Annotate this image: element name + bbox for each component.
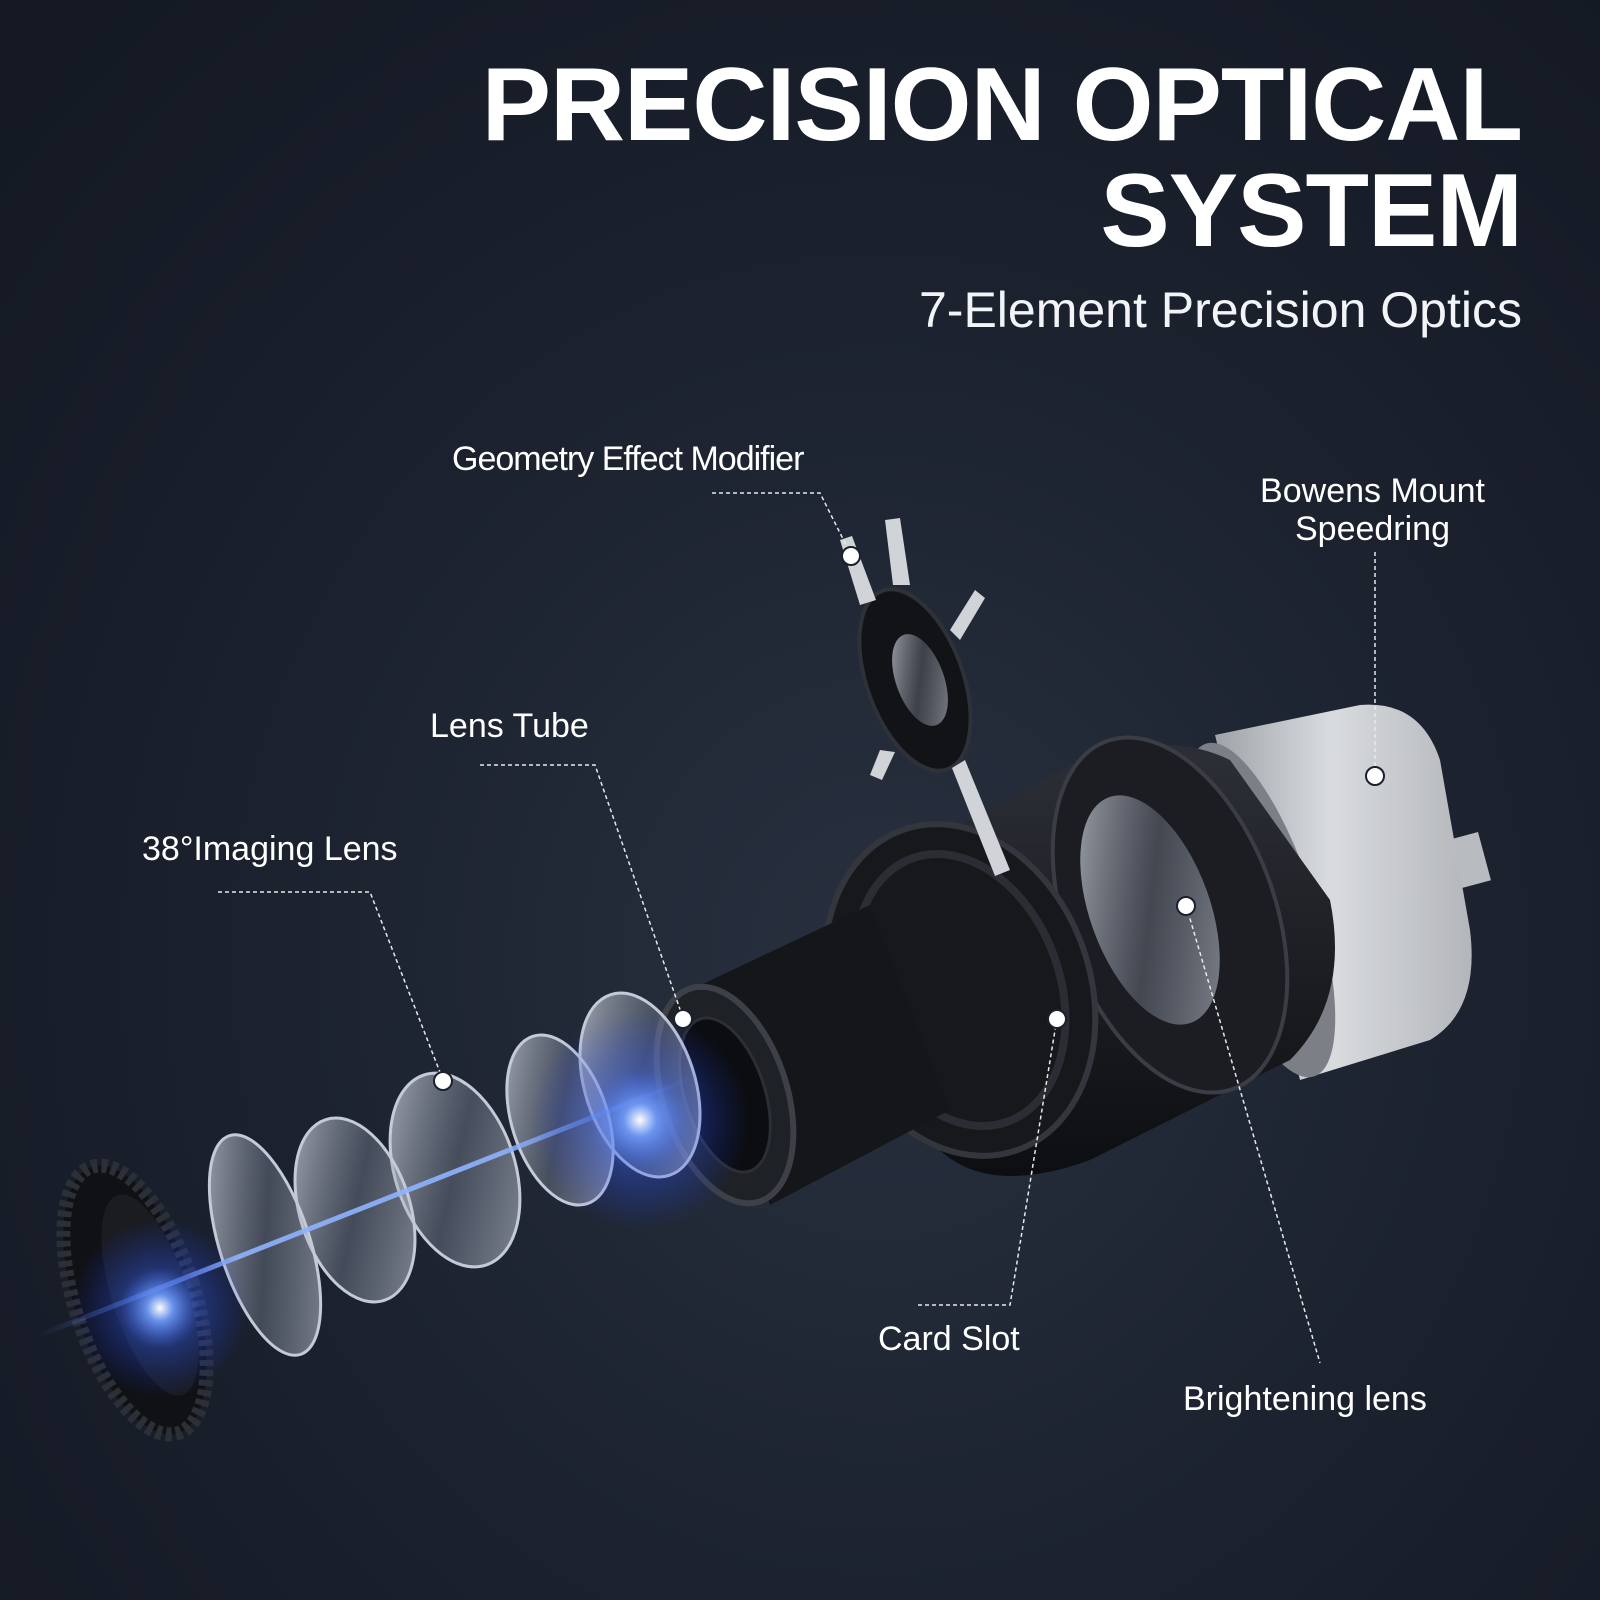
callout-imaging-lens: 38°Imaging Lens bbox=[142, 830, 398, 868]
leader-tube bbox=[480, 764, 684, 1019]
dot-geometry bbox=[841, 546, 861, 566]
leader-lines bbox=[218, 492, 1376, 1364]
title-line-1: PRECISION OPTICAL bbox=[481, 47, 1523, 163]
leader-geometry bbox=[712, 492, 851, 554]
callout-dots bbox=[433, 546, 1385, 1091]
callout-card-slot: Card Slot bbox=[878, 1320, 1020, 1358]
glow-front bbox=[70, 1218, 250, 1398]
geometry-modifier-shape bbox=[840, 518, 1010, 876]
dot-bowens bbox=[1365, 766, 1385, 786]
leader-card bbox=[918, 1017, 1058, 1306]
leader-bright bbox=[1185, 904, 1321, 1364]
callout-lens-tube: Lens Tube bbox=[430, 707, 589, 745]
dot-tube bbox=[673, 1009, 693, 1029]
page-title: PRECISION OPTICAL SYSTEM bbox=[482, 52, 1523, 264]
page-subtitle: 7-Element Precision Optics bbox=[918, 282, 1522, 338]
callout-brightening-lens: Brightening lens bbox=[1183, 1380, 1427, 1418]
glow-middle bbox=[530, 1010, 750, 1230]
dot-imaging bbox=[433, 1071, 453, 1091]
callout-bowens-mount: Bowens Mount Speedring bbox=[1260, 472, 1485, 548]
title-line-2: SYSTEM bbox=[1100, 153, 1523, 269]
dot-card bbox=[1047, 1009, 1067, 1029]
leader-imaging bbox=[218, 891, 444, 1081]
dot-bright bbox=[1176, 896, 1196, 916]
callout-geometry-modifier: Geometry Effect Modifier bbox=[452, 440, 804, 478]
